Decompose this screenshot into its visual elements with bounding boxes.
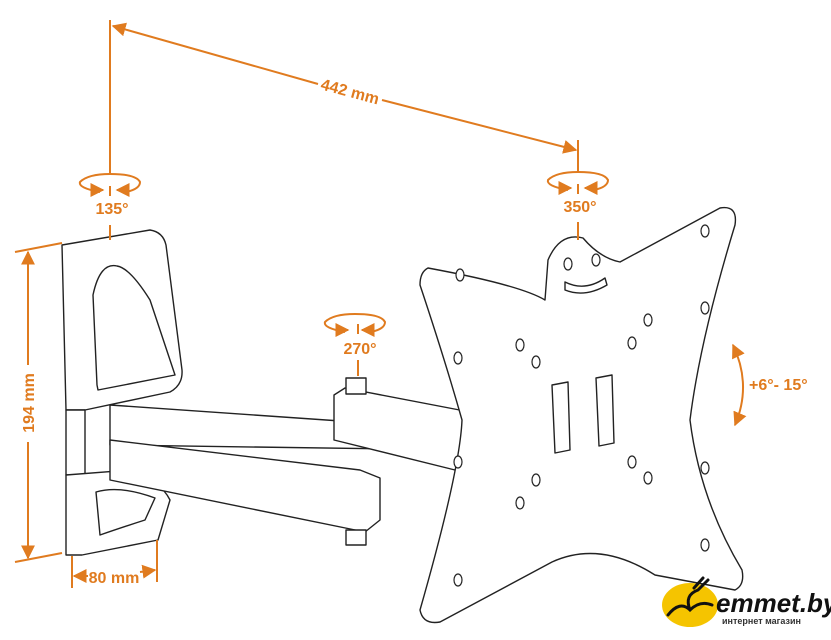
- dimension-80: 80 mm: [71, 540, 158, 588]
- logo-tagline: интернет магазин: [722, 616, 801, 626]
- wall-rotation-label: 135°: [95, 201, 128, 218]
- depth-label: 80 mm: [89, 570, 140, 587]
- arm-length-label: 442 mm: [319, 77, 381, 109]
- height-label: 194 mm: [21, 373, 38, 433]
- middle-rotation-label: 270°: [343, 341, 376, 358]
- swivel-arm: [109, 377, 471, 546]
- vesa-plate: [419, 206, 744, 624]
- rotation-135: 135°: [78, 172, 142, 218]
- wall-plate: [61, 229, 183, 556]
- rotation-270: 270°: [323, 312, 387, 376]
- tilt-label: +6°- 15°: [749, 377, 808, 394]
- tilt-indicator: +6°- 15°: [732, 343, 808, 427]
- dimension-442: 442 mm: [109, 20, 579, 240]
- emmet-logo: emmet.by интернет магазин: [662, 576, 831, 627]
- plate-rotation-label: 350°: [563, 199, 596, 216]
- mounting-holes: [453, 224, 710, 587]
- dimension-194: 194 mm: [14, 242, 63, 563]
- logo-name: emmet.by: [716, 588, 831, 618]
- rotation-350: 350°: [546, 170, 610, 216]
